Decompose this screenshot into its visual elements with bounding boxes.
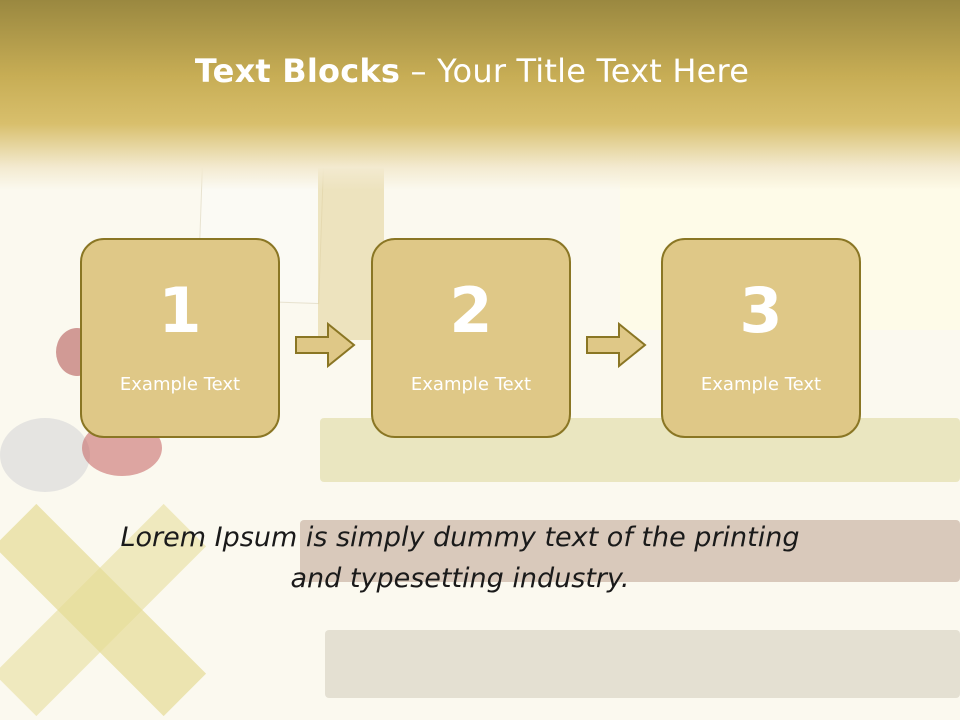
- block-number: 1: [158, 274, 202, 347]
- title-separator: –: [400, 52, 438, 90]
- text-block-3[interactable]: 3 Example Text: [661, 238, 861, 438]
- block-number: 3: [739, 274, 783, 347]
- title-band: [0, 0, 960, 190]
- title-bold-part: Text Blocks: [194, 52, 401, 90]
- background-pushpin-grey: [0, 418, 90, 492]
- block-label: Example Text: [410, 374, 532, 395]
- background-brush-stroke-3: [325, 630, 960, 698]
- right-arrow-icon: [586, 321, 647, 369]
- title-rest-part: Your Title Text Here: [437, 52, 750, 90]
- right-arrow-icon: [295, 321, 356, 369]
- slide-title[interactable]: Text Blocks – Your Title Text Here: [0, 52, 944, 90]
- background-brush-stroke-2: [300, 520, 960, 582]
- text-block-2[interactable]: 2 Example Text: [371, 238, 571, 438]
- body-text[interactable]: Lorem Ipsum is simply dummy text of the …: [60, 517, 860, 599]
- body-text-line-2: and typesetting industry.: [290, 563, 630, 594]
- block-label: Example Text: [700, 374, 822, 395]
- block-number: 2: [449, 274, 493, 347]
- text-block-1[interactable]: 1 Example Text: [80, 238, 280, 438]
- block-label: Example Text: [119, 374, 241, 395]
- body-text-line-1: Lorem Ipsum is simply dummy text of the …: [120, 522, 800, 553]
